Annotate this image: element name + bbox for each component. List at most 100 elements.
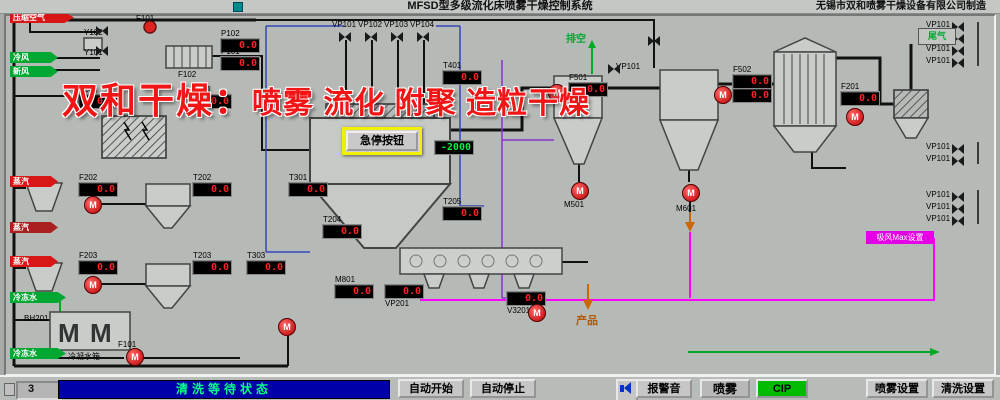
display-label: P101 [221, 47, 240, 56]
display-value: 0.0 [96, 184, 115, 195]
bed-hopper-2 [467, 273, 491, 289]
equipment-label: VP101 [926, 154, 951, 163]
emergency-stop-button[interactable]: 急停按钮 [342, 127, 422, 155]
valve-icon[interactable] [952, 144, 964, 154]
spray-button[interactable]: 喷雾 [700, 379, 750, 398]
motor-icon[interactable]: M [571, 182, 589, 200]
display-value: 0.0 [586, 84, 605, 95]
valve-icon[interactable] [96, 46, 108, 56]
value-display-f502: 0.0 F502 [732, 65, 772, 89]
cip-button[interactable]: CIP [756, 379, 808, 398]
valve-icon[interactable] [952, 58, 964, 68]
equipment-label: VP101 [926, 142, 951, 151]
value-display-p101: 0.0 P101 [220, 47, 260, 71]
display-label: VP201 [385, 299, 410, 308]
display-label: T303 [247, 251, 266, 260]
source-tag: 冷冻水 [10, 348, 66, 359]
valve-icon[interactable] [391, 32, 403, 42]
valve-icon[interactable] [365, 32, 377, 42]
display-value: 0.0 [238, 58, 257, 69]
value-display-f202: 0.0 F202 [78, 173, 118, 197]
display-value: 0.0 [858, 93, 877, 104]
valve-icon[interactable] [417, 32, 429, 42]
motor-icon[interactable]: M [278, 318, 296, 336]
display-label: F202 [79, 173, 98, 182]
tailgas-label: 尾气 [918, 28, 956, 45]
cyclone-2 [659, 69, 719, 121]
motor-icon[interactable]: M [548, 84, 566, 102]
title-bar: MFSD型多级流化床喷雾干燥控制系统 无锡市双和喷雾干燥设备有限公司制造 [0, 0, 1000, 14]
equipment: M M [24, 20, 930, 351]
product-arrows [583, 212, 695, 310]
spray-settings-button[interactable]: 喷雾设置 [866, 379, 928, 398]
valve-icon[interactable] [648, 36, 660, 46]
display-value: 0.0 [750, 76, 769, 87]
display-label: F502 [733, 65, 752, 74]
value-display: 0.0 [732, 88, 772, 103]
motor-icon[interactable]: M [84, 196, 102, 214]
display-label: M801 [335, 275, 356, 284]
bed-hopper-3 [512, 273, 536, 289]
svg-text:M: M [58, 318, 80, 348]
source-tag: 蒸汽 [10, 222, 58, 233]
manufacturer-label: 无锡市双和喷雾干燥设备有限公司制造 [816, 1, 986, 12]
equipment-label: VP101 [332, 20, 357, 29]
equipment-label: VP101 [926, 202, 951, 211]
source-tag: 蒸汽 [10, 176, 58, 187]
emergency-stop-label: 急停按钮 [346, 131, 418, 151]
display-value: 0.0 [238, 40, 257, 51]
title-accent-square [233, 2, 243, 12]
display-value: 0.0 [210, 184, 229, 195]
svg-text:M: M [90, 318, 112, 348]
equipment-label: F102 [178, 70, 197, 79]
display-label: T204 [323, 215, 342, 224]
equipment-label: BH201 [24, 314, 49, 323]
source-tag: 蒸汽 [10, 256, 58, 267]
valve-icon[interactable] [96, 26, 108, 36]
display-value: 0.0 [210, 96, 229, 107]
auto-start-button[interactable]: 自动开始 [398, 379, 464, 398]
valve-icon[interactable] [952, 216, 964, 226]
valve-icon[interactable] [952, 204, 964, 214]
product-label: 产品 [576, 315, 598, 327]
motor-icon[interactable]: M [84, 276, 102, 294]
motor-icon[interactable]: M [714, 86, 732, 104]
valve-icon[interactable] [608, 64, 620, 74]
indicator-square [4, 383, 15, 396]
source-tag: 冷冻水 [10, 292, 66, 303]
lightning-icon [123, 121, 150, 141]
clean-settings-button[interactable]: 清洗设置 [932, 379, 994, 398]
motor-icon[interactable]: M [126, 348, 144, 366]
motor-icon[interactable]: M [528, 304, 546, 322]
equipment-label: VP101 [926, 20, 951, 29]
valve-icon[interactable] [952, 46, 964, 56]
pipes-blue [265, 25, 484, 253]
bed-hopper-1 [422, 273, 446, 289]
valve-icon[interactable] [952, 22, 964, 32]
valve-icon[interactable] [952, 156, 964, 166]
display-label: F203 [79, 251, 98, 260]
display-value: 0.0 [306, 184, 325, 195]
mute-alarm-button[interactable]: 报警音 [636, 379, 692, 398]
valve-icon[interactable] [339, 32, 351, 42]
display-label: F201 [79, 85, 98, 94]
equipment-label: VP101 [926, 56, 951, 65]
motor-icon[interactable]: M [846, 108, 864, 126]
auto-stop-button[interactable]: 自动停止 [470, 379, 536, 398]
status-bar: 3 清洗等待状态 自动开始 自动停止 报警音 喷雾 CIP 喷雾设置 清洗设置 [0, 375, 1000, 400]
condensate-tank [49, 311, 131, 351]
display-value: 0.0 [524, 293, 543, 304]
motor-icon[interactable]: M [682, 184, 700, 202]
valve-icon[interactable] [952, 192, 964, 202]
